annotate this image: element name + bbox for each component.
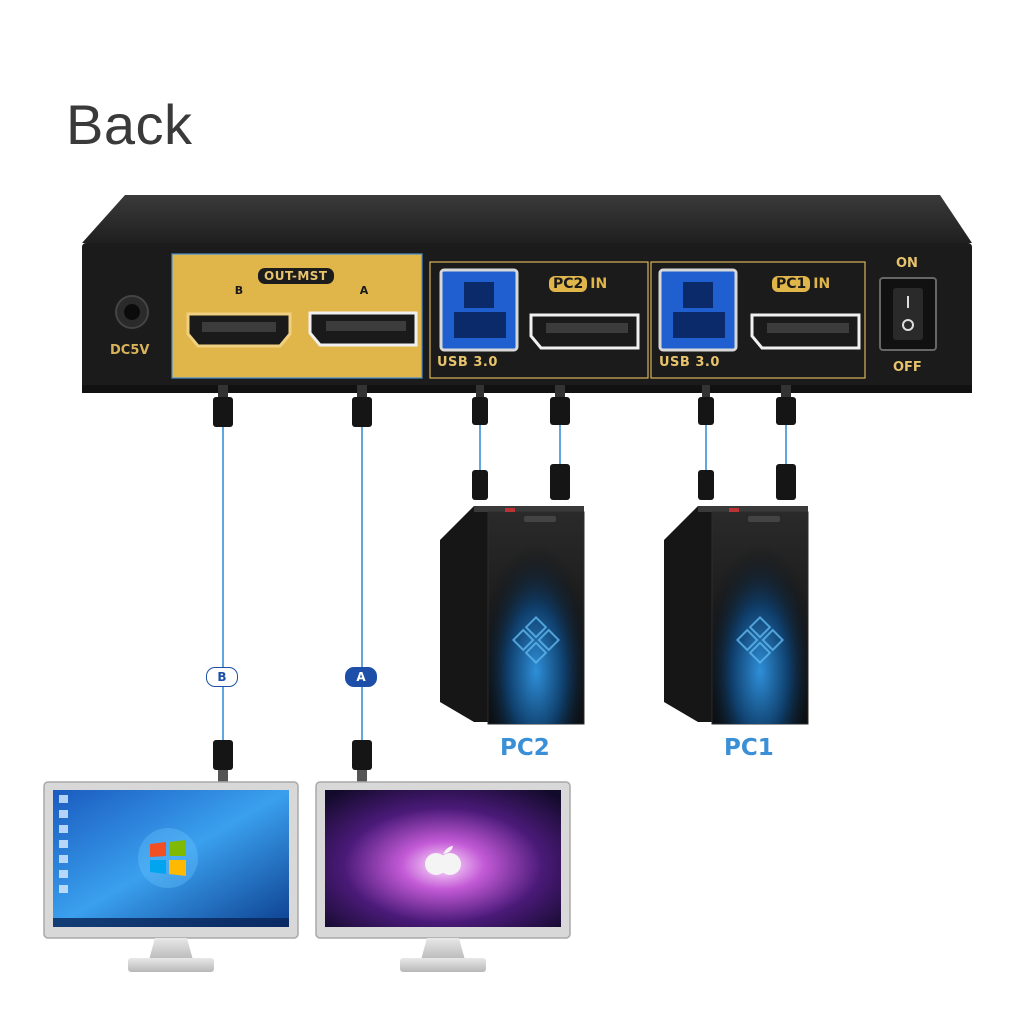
- cable-a-marker: A: [345, 667, 377, 687]
- cable-a-connector-bottom: [352, 740, 372, 770]
- pc1-tower-icon: [664, 506, 809, 725]
- cable-b-connector-top: [213, 397, 233, 427]
- pc1-in-suffix: IN: [813, 276, 831, 292]
- cable-b-marker: B: [206, 667, 238, 687]
- page-title: Back: [66, 93, 193, 156]
- output-b-marker: B: [231, 283, 247, 299]
- pc2-label: PC2: [500, 735, 550, 761]
- output-a-marker: A: [356, 283, 372, 299]
- apple-logo-icon: [425, 846, 461, 875]
- pc2-usb-label: USB 3.0: [437, 355, 498, 370]
- pc2-in-box: PC2: [549, 276, 588, 292]
- kvm-switch-device: [82, 195, 972, 393]
- pc1-label: PC1: [724, 735, 774, 761]
- cable-a-connector-top: [352, 397, 372, 427]
- windows-logo-icon: [138, 828, 198, 888]
- pc1-input-section: [650, 261, 866, 379]
- pc2-input-section: [429, 261, 649, 379]
- output-cables: [213, 385, 372, 784]
- pc1-usb-label: USB 3.0: [659, 355, 720, 370]
- pc1-in-box: PC1: [772, 276, 811, 292]
- out-mst-label: OUT-MST: [258, 268, 334, 284]
- pc2-tower-icon: [440, 506, 585, 725]
- monitor-mac: [315, 781, 571, 972]
- dc5v-label: DC5V: [110, 343, 150, 358]
- cable-b-connector-bottom: [213, 740, 233, 770]
- dc-jack-hole: [124, 304, 140, 320]
- pc-cables: [472, 385, 796, 500]
- switch-on-label: ON: [896, 256, 918, 271]
- pc2-in-suffix: IN: [590, 276, 608, 292]
- monitor-windows: [43, 781, 299, 972]
- device-top-face: [82, 195, 972, 243]
- switch-off-label: OFF: [893, 360, 922, 375]
